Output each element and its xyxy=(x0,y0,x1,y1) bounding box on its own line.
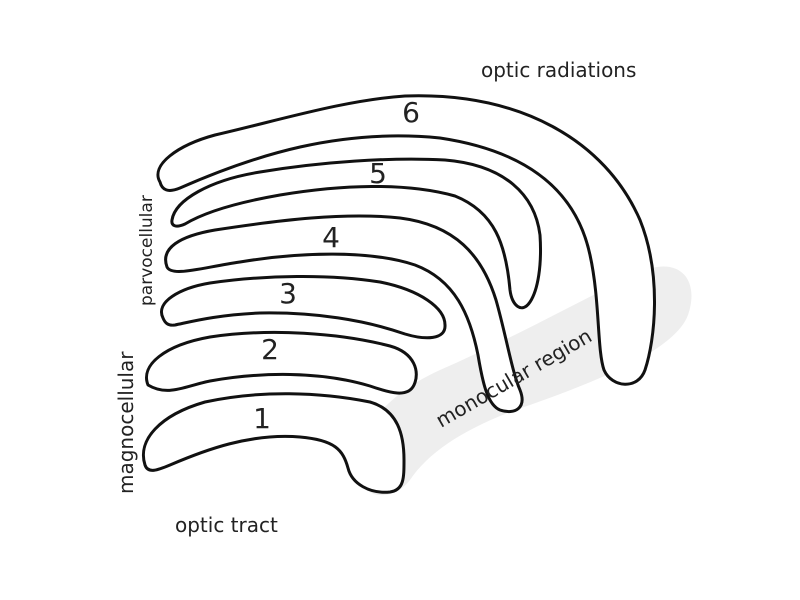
layer-1 xyxy=(142,392,406,494)
layer-3-number: 3 xyxy=(279,277,297,310)
layer-6-number: 6 xyxy=(402,96,420,129)
optic-radiations-label: optic radiations xyxy=(481,58,636,82)
layer-2-number: 2 xyxy=(261,333,279,366)
layer-5 xyxy=(170,157,542,310)
layer-2 xyxy=(145,330,418,395)
parvocellular-label: parvocellular xyxy=(137,195,157,306)
magnocellular-label: magnocellular xyxy=(114,351,138,494)
layer-3 xyxy=(160,275,447,340)
layer-6 xyxy=(156,94,656,386)
layer-1-number: 1 xyxy=(253,402,271,435)
optic-tract-label: optic tract xyxy=(175,513,278,537)
layer-5-number: 5 xyxy=(369,157,387,190)
layer-4-number: 4 xyxy=(322,221,340,254)
layer-4 xyxy=(164,214,524,414)
